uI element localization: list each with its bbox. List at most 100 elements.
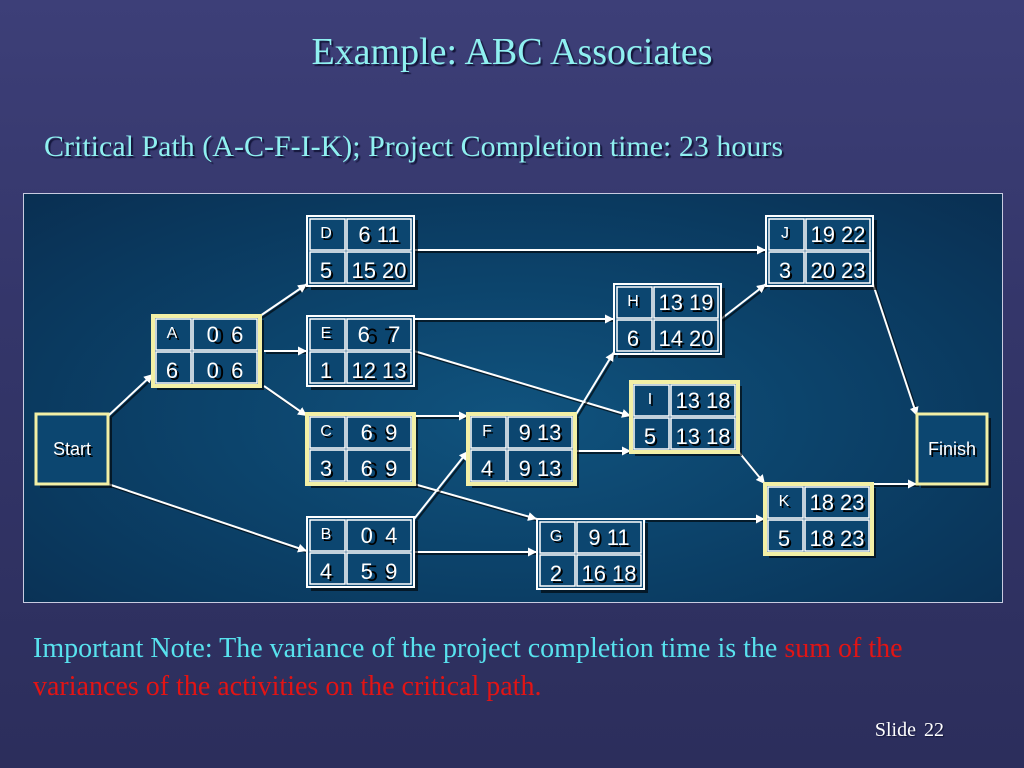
activity-early-h: 13 19 [658, 290, 713, 315]
activity-early-j: 19 22 [810, 222, 865, 247]
activity-late-j-shadow: 20 23 [812, 260, 867, 285]
edge-shadow-b-f [415, 452, 471, 522]
activity-duration-j: 3 [779, 258, 791, 283]
activity-box-b [306, 516, 415, 588]
activity-duration-c: 3 [320, 456, 332, 481]
activity-label-g: G [550, 528, 562, 545]
activity-early-i-shadow: 13 18 [677, 390, 732, 415]
activity-duration-h: 6 [627, 326, 639, 351]
note-critical-text: sum of the variances of the activities o… [33, 633, 903, 702]
activity-early-d-shadow: 6 11 [360, 224, 401, 249]
activity-duration-a-shadow: 6 [168, 360, 180, 385]
activity-duration-i: 5 [644, 424, 656, 449]
activity-late-j: 20 23 [810, 258, 865, 283]
activity-label-e: E [321, 325, 332, 342]
activity-duration-j-shadow: 3 [781, 260, 793, 285]
activity-early-e: 6 7 [358, 322, 401, 347]
activity-early-e-shadow: 6 7 [366, 324, 397, 349]
activity-duration-i-shadow: 5 [646, 426, 658, 451]
activity-label-i: I [648, 391, 652, 408]
activity-duration-f: 4 [481, 456, 493, 481]
activity-label-b: B [321, 526, 332, 543]
activity-duration-a: 6 [166, 358, 178, 383]
activity-early-g: 9 11 [588, 525, 629, 550]
activity-box-d [306, 215, 415, 287]
activity-label-k: K [779, 493, 790, 510]
activity-late-c-shadow: 6 9 [366, 458, 397, 483]
footer-label: Slide [874, 719, 916, 741]
activity-duration-k: 5 [778, 526, 790, 551]
activity-early-b-shadow: 0 4 [366, 525, 397, 550]
activity-box-a [151, 314, 262, 388]
activity-duration-k-shadow: 5 [780, 528, 792, 553]
activity-label-j: J [781, 225, 789, 242]
activity-label-f-shadow: F [484, 425, 494, 442]
edge-shadow-e-i [415, 352, 634, 419]
activity-duration-e-shadow: 1 [322, 360, 334, 385]
start-label-shadow: Start [55, 441, 93, 461]
activity-duration-d-shadow: 5 [322, 260, 334, 285]
activity-label-f: F [482, 423, 492, 440]
activity-duration-f-shadow: 4 [483, 458, 495, 483]
edges-layer [107, 245, 920, 557]
activity-early-c: 6 9 [361, 420, 398, 445]
activity-late-f: 9 13 [519, 456, 562, 481]
activity-late-d: 15 20 [351, 258, 406, 283]
slide-subtitle: Critical Path (A-C-F-I-K); Project Compl… [44, 130, 784, 163]
activity-duration-h-shadow: 6 [629, 328, 641, 353]
activity-early-k-shadow: 18 23 [811, 492, 866, 517]
edge-shadow-f-h [576, 353, 617, 419]
activity-early-c-shadow: 6 9 [366, 422, 397, 447]
activity-late-h-shadow: 14 20 [660, 328, 715, 353]
activity-label-i-shadow: I [650, 393, 654, 410]
activity-box-j [765, 215, 874, 287]
edge-a-d [259, 283, 308, 317]
activity-early-g-shadow: 9 11 [590, 527, 631, 552]
note-text: Important Note: The variance of the proj… [33, 633, 785, 664]
activity-early-k: 18 23 [809, 490, 864, 515]
activity-label-d: D [320, 225, 332, 242]
activity-early-a: 0 6 [207, 322, 244, 347]
activity-late-g-shadow: 16 18 [583, 563, 638, 588]
activity-late-g: 16 18 [581, 561, 636, 586]
activity-late-i: 13 18 [675, 424, 730, 449]
edge-start-b [107, 483, 308, 553]
activity-late-i-shadow: 13 18 [677, 426, 732, 451]
edge-start-a [107, 373, 154, 417]
slide-number: 22 [924, 719, 944, 741]
activity-early-d: 6 11 [358, 222, 399, 247]
activity-label-c-shadow: C [322, 425, 334, 442]
edge-c-g [413, 483, 538, 521]
edge-shadow-a-d [261, 285, 310, 319]
activity-duration-g: 2 [550, 561, 562, 586]
finish-label: Finish [928, 439, 976, 459]
activity-box-e [306, 315, 415, 387]
activity-box-c [305, 412, 416, 486]
activity-duration-g-shadow: 2 [552, 563, 564, 588]
edge-shadow-j-finish [874, 285, 920, 419]
activity-late-h: 14 20 [658, 326, 713, 351]
slide-footer: Slide 22 [867, 719, 944, 742]
activity-label-c: C [320, 423, 332, 440]
edge-i-k [737, 450, 766, 485]
activity-box-f [466, 412, 577, 486]
activity-early-b: 0 4 [361, 523, 398, 548]
edge-a-c [263, 385, 308, 417]
activity-early-f-shadow: 9 13 [521, 422, 564, 447]
activity-late-k-shadow: 18 23 [811, 528, 866, 553]
activity-duration-b-shadow: 4 [322, 561, 334, 586]
edge-b-f [413, 450, 469, 520]
important-note: Important Note: The variance of the proj… [33, 630, 993, 706]
